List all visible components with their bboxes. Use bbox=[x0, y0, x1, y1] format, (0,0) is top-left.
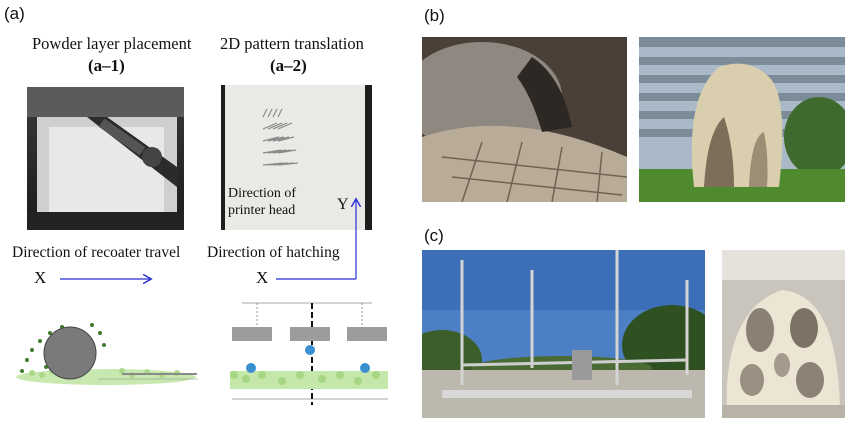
hatching-direction-caption: Direction of hatching bbox=[207, 244, 340, 261]
subfigure-label-a1: (a–1) bbox=[88, 56, 125, 75]
printer-head-label-line2: printer head bbox=[228, 203, 296, 218]
hatching-schematic bbox=[222, 295, 394, 413]
subfigure-title-powder-layer: Powder layer placement bbox=[32, 34, 192, 53]
panel-label-b: (b) bbox=[424, 6, 445, 25]
printed-structure-photo bbox=[722, 250, 845, 418]
gantry-printer-photo bbox=[422, 250, 705, 418]
printer-head-label-line1: Direction of bbox=[228, 186, 297, 201]
subfigure-title-2d-pattern: 2D pattern translation bbox=[220, 34, 364, 53]
printed-pavilion-photo bbox=[639, 37, 845, 202]
hatching-x-axis-label: X bbox=[256, 268, 269, 287]
recoater-direction-caption: Direction of recoater travel bbox=[12, 244, 181, 261]
y-axis-label: Y bbox=[337, 196, 349, 213]
direction-arrows bbox=[60, 0, 430, 300]
printing-closeup-photo bbox=[422, 37, 627, 202]
hatching-y-arrow bbox=[276, 200, 356, 280]
printer-interior-photo bbox=[27, 87, 184, 230]
pattern-translation-photo bbox=[221, 85, 372, 230]
panel-label-a: (a) bbox=[4, 4, 25, 23]
recoater-x-axis-label: X bbox=[34, 268, 47, 287]
panel-label-c: (c) bbox=[424, 226, 444, 245]
recoater-schematic bbox=[12, 305, 200, 390]
subfigure-label-a2: (a–2) bbox=[270, 56, 307, 75]
